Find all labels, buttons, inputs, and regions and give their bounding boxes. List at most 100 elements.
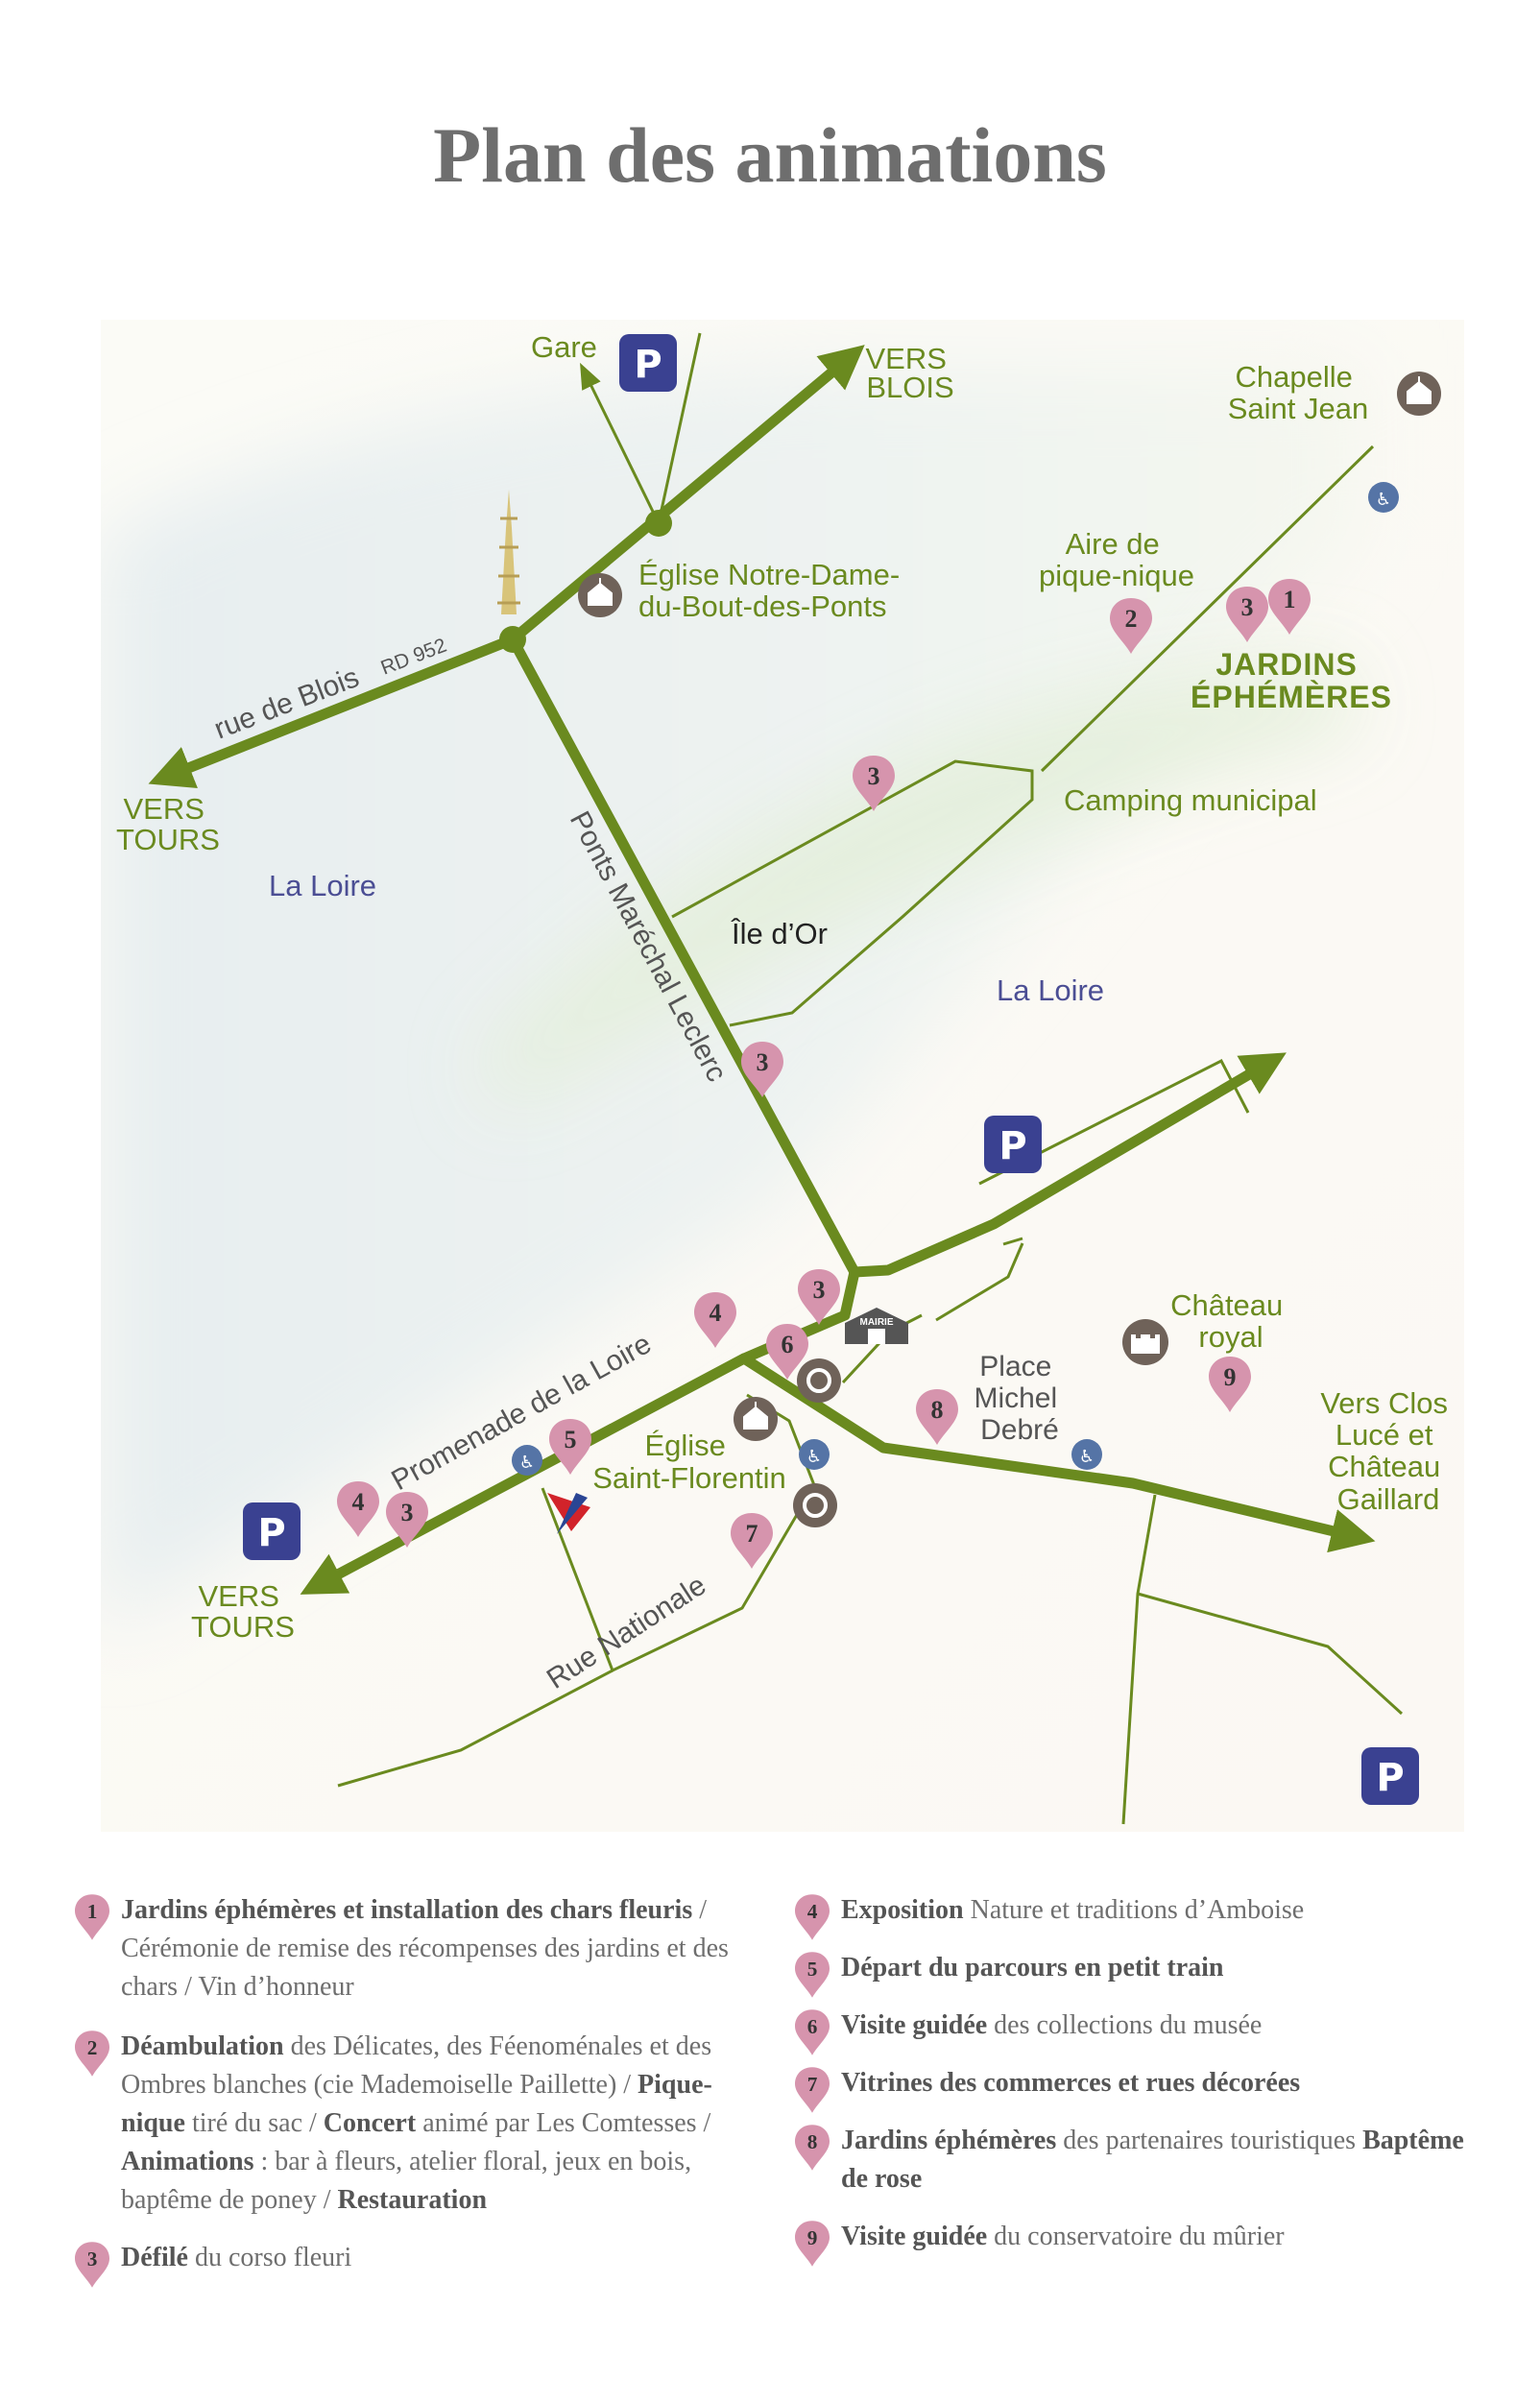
label-gare: Gare: [531, 330, 597, 364]
svg-text:7: 7: [746, 1520, 758, 1548]
wc-icon: ♿: [1071, 1439, 1102, 1470]
pin-marker: 4: [694, 1292, 736, 1348]
svg-text:3: 3: [87, 2247, 98, 2271]
svg-text:7: 7: [807, 2073, 818, 2096]
svg-text:1: 1: [87, 1900, 98, 1923]
label-vers-blois: VERS BLOIS: [865, 342, 954, 404]
church-icon: [1397, 372, 1441, 416]
svg-text:4: 4: [352, 1488, 365, 1516]
minor-roads: [337, 332, 1404, 1825]
svg-text:P: P: [257, 1511, 285, 1555]
pin-marker: 9: [1209, 1357, 1251, 1412]
label-place-michel-debre: Place Michel Debré: [974, 1351, 1065, 1446]
road-junction-west: [499, 626, 526, 653]
pin-marker: 6: [766, 1324, 808, 1380]
label-vers-tours-north: VERS TOURS: [116, 792, 220, 856]
pin-marker: 3: [853, 756, 895, 811]
pin-marker-icon: 2: [75, 2031, 109, 2077]
map: P P P P MAIRIE: [101, 320, 1464, 1832]
pin-marker-icon: 5: [795, 1952, 830, 1998]
svg-text:2: 2: [87, 2036, 98, 2059]
svg-text:6: 6: [807, 2015, 818, 2038]
wc-icon: ♿: [799, 1439, 830, 1470]
church-icon: [734, 1397, 778, 1441]
legend-text: Jardins éphémères et installation des ch…: [121, 1895, 729, 2002]
pin-marker: 3: [741, 1042, 783, 1097]
svg-text:♿: ♿: [519, 1453, 535, 1473]
pin-marker-icon: 6: [795, 2009, 830, 2055]
svg-text:P: P: [634, 343, 662, 387]
legend: 1 Jardins éphémères et installation des …: [0, 1882, 1540, 2314]
museum-icon: [797, 1358, 841, 1403]
tourist-office-icon: [547, 1493, 590, 1534]
castle-icon: [1122, 1319, 1168, 1365]
parking-icon: P: [243, 1502, 301, 1560]
svg-text:3: 3: [401, 1499, 414, 1526]
label-jardins-ephemeres: JARDINS ÉPHÉMÈRES: [1191, 647, 1392, 714]
label-chateau-royal: Château royal: [1170, 1288, 1291, 1354]
svg-text:♿: ♿: [1079, 1447, 1095, 1467]
svg-text:2: 2: [1125, 605, 1138, 633]
pin-marker: 1: [1268, 579, 1311, 635]
pin-marker: 4: [337, 1481, 379, 1537]
svg-text:♿: ♿: [1376, 490, 1391, 510]
legend-text: Jardins éphémères des partenaires touris…: [841, 2126, 1464, 2194]
legend-text: Départ du parcours en petit train: [841, 1953, 1224, 1982]
svg-text:3: 3: [813, 1276, 826, 1304]
pin-marker-icon: 8: [795, 2125, 830, 2171]
pin-marker-icon: 3: [75, 2242, 109, 2288]
church-icon: [578, 573, 622, 617]
svg-text:5: 5: [807, 1958, 818, 1981]
label-vers-clos-luce: Vers Clos Lucé et Château Gaillard: [1320, 1386, 1456, 1516]
svg-text:♿: ♿: [806, 1447, 822, 1467]
legend-item: 7 Vitrines des commerces et rues décorée…: [795, 2064, 1467, 2116]
pin-marker-icon: 1: [75, 1894, 109, 1940]
wc-icon: ♿: [512, 1445, 542, 1476]
page-title: Plan des animations: [433, 111, 1107, 199]
legend-text: Visite guidée des collections du musée: [841, 2010, 1263, 2040]
svg-text:P: P: [999, 1124, 1026, 1168]
mairie-icon: MAIRIE: [845, 1308, 908, 1344]
legend-item: 4 Exposition Nature et traditions d’Ambo…: [795, 1891, 1467, 1943]
museum-icon: [793, 1483, 837, 1527]
label-la-loire-east: La Loire: [997, 973, 1104, 1007]
parking-icon: P: [619, 334, 677, 392]
legend-item: 6 Visite guidée des collections du musée: [795, 2007, 1467, 2058]
svg-text:4: 4: [710, 1299, 722, 1327]
label-la-loire-west: La Loire: [269, 869, 376, 902]
svg-text:4: 4: [807, 1900, 818, 1923]
label-eglise-notre-dame: Église Notre-Dame- du-Bout-des-Ponts: [638, 558, 908, 623]
svg-text:6: 6: [782, 1331, 794, 1358]
legend-item: 2 Déambulation des Délicates, des Féenom…: [75, 2028, 776, 2220]
legend-item: 8 Jardins éphémères des partenaires tour…: [795, 2122, 1467, 2199]
legend-item: 9 Visite guidée du conservatoire du mûri…: [795, 2218, 1467, 2270]
svg-text:9: 9: [807, 2226, 818, 2249]
pin-marker: 5: [549, 1419, 591, 1475]
pin-marker: 3: [798, 1269, 840, 1325]
label-eglise-saint-florentin: Église Saint-Florentin: [592, 1429, 786, 1495]
island-green-area: [480, 662, 1363, 1114]
pin-marker: 2: [1110, 598, 1152, 654]
legend-item: 3 Défilé du corso fleuri: [75, 2239, 766, 2291]
pin-marker: 7: [731, 1513, 773, 1569]
svg-text:3: 3: [868, 762, 880, 790]
label-chapelle-saint-jean: Chapelle Saint Jean: [1228, 360, 1369, 425]
pin-marker-icon: 4: [795, 1894, 830, 1940]
svg-text:8: 8: [931, 1396, 944, 1424]
legend-text: Défilé du corso fleuri: [121, 2243, 352, 2272]
legend-text: Visite guidée du conservatoire du mûrier: [841, 2222, 1285, 2251]
label-aire-pique-nique: Aire de pique-nique: [1039, 527, 1194, 592]
label-vers-tours-south: VERS TOURS: [191, 1579, 295, 1644]
pin-marker-icon: 7: [795, 2067, 830, 2113]
road-junction-north: [645, 510, 672, 537]
label-ile-d-or: Île d’Or: [731, 917, 828, 950]
svg-text:MAIRIE: MAIRIE: [860, 1317, 894, 1328]
legend-text: Exposition Nature et traditions d’Ambois…: [841, 1895, 1305, 1925]
svg-text:8: 8: [807, 2130, 818, 2153]
svg-text:P: P: [1376, 1756, 1404, 1800]
legend-text: Déambulation des Délicates, des Féenomén…: [121, 2031, 712, 2215]
legend-item: 5 Départ du parcours en petit train: [795, 1949, 1467, 2001]
parking-icon: P: [1361, 1747, 1419, 1805]
pin-marker: 8: [916, 1389, 958, 1445]
pin-marker: 3: [386, 1492, 428, 1548]
